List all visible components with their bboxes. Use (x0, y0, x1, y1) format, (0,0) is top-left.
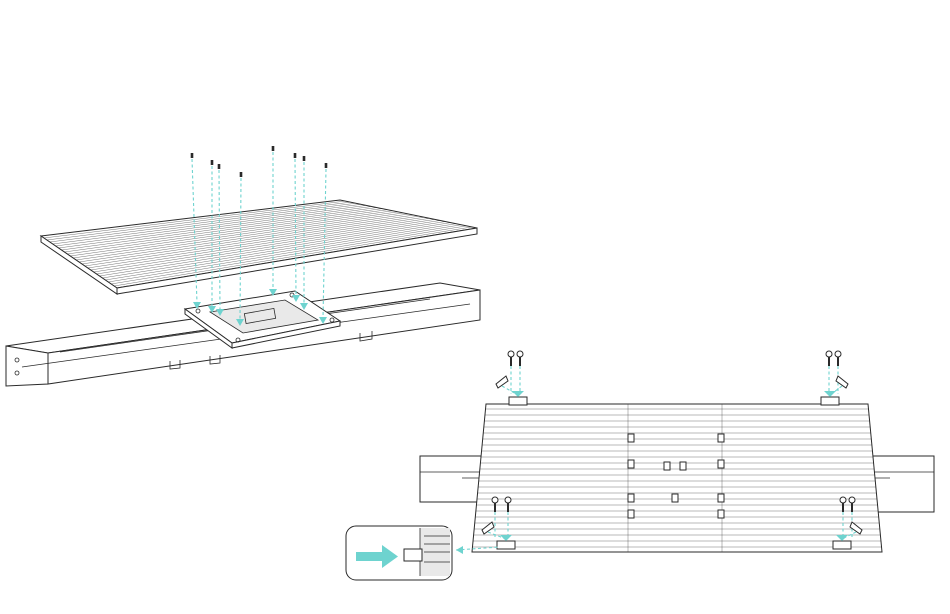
clip-bracket (833, 541, 851, 549)
step-2-group (346, 351, 934, 580)
screw (510, 357, 512, 366)
clip-bracket (509, 397, 527, 405)
screw (211, 160, 214, 165)
screw (507, 503, 509, 512)
clip-bracket (497, 541, 515, 549)
mounting-slot (628, 494, 634, 502)
screw (837, 357, 839, 366)
step-1-group (6, 146, 480, 386)
screw-head (835, 351, 841, 357)
mounting-slot (718, 494, 724, 502)
mounting-slot (680, 462, 686, 470)
screw (494, 503, 496, 512)
mounting-slot (628, 460, 634, 468)
screw-head (517, 351, 523, 357)
screw (218, 164, 221, 169)
screw-head (492, 497, 498, 503)
mounting-slot (718, 460, 724, 468)
mounting-slot (628, 510, 634, 518)
heatsink-underside (472, 404, 882, 552)
clip-target-arrow (824, 391, 836, 397)
mounting-slot (672, 494, 678, 502)
screw (325, 163, 328, 168)
screw-head (840, 497, 846, 503)
screw (272, 146, 275, 151)
screw (851, 503, 853, 512)
screw (191, 153, 194, 158)
screw (519, 357, 521, 366)
clip-bracket (821, 397, 839, 405)
screw-head (826, 351, 832, 357)
clip-target-arrow (512, 391, 524, 397)
mounting-slot (718, 434, 724, 442)
mounting-slot (718, 510, 724, 518)
screw (842, 503, 844, 512)
mounting-slot (628, 434, 634, 442)
screw (240, 172, 243, 177)
screw (303, 156, 306, 161)
screw-head (849, 497, 855, 503)
screw (294, 153, 297, 158)
screw (828, 357, 830, 366)
mounting-slot (664, 462, 670, 470)
screw-head (508, 351, 514, 357)
screw-guide (295, 159, 296, 296)
screw-head (505, 497, 511, 503)
